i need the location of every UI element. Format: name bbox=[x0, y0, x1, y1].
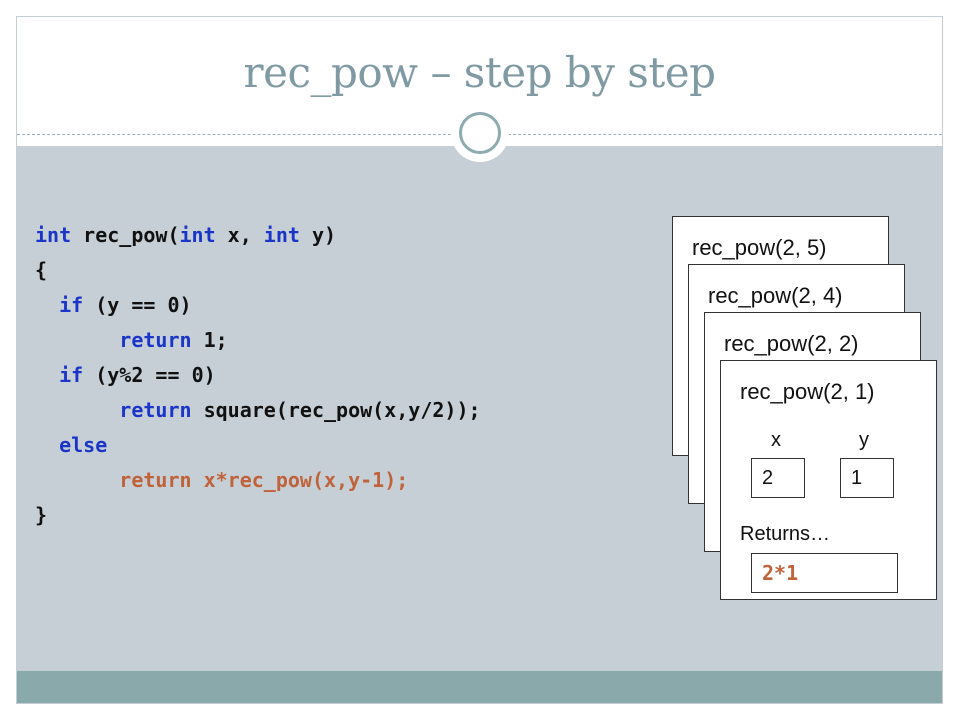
code-text: } bbox=[35, 503, 48, 527]
code-line-9: } bbox=[35, 498, 481, 533]
code-text: rec_pow( bbox=[71, 223, 180, 247]
stack-frame-label: rec_pow(2, 1) bbox=[740, 379, 875, 404]
code-indent bbox=[35, 398, 119, 422]
code-keyword: return bbox=[119, 328, 192, 352]
code-block: int rec_pow(int x, int y){ if (y == 0) r… bbox=[35, 218, 481, 533]
code-keyword: if bbox=[59, 293, 84, 317]
code-indent bbox=[35, 468, 119, 492]
code-text: square(rec_pow(x,y/2)); bbox=[191, 398, 481, 422]
returns-box: 2*1 bbox=[751, 553, 898, 593]
code-text: (y%2 == bbox=[83, 363, 192, 387]
code-highlighted-line: return x*rec_pow(x,y-1); bbox=[119, 468, 409, 492]
code-indent bbox=[35, 363, 59, 387]
ring-inner-icon bbox=[459, 112, 501, 154]
stack-frame-label: rec_pow(2, 5) bbox=[692, 235, 827, 260]
code-line-2: { bbox=[35, 253, 481, 288]
code-text: x, bbox=[215, 223, 264, 247]
code-text bbox=[192, 328, 204, 352]
code-line-4: return 1; bbox=[35, 323, 481, 358]
code-keyword: return bbox=[119, 398, 192, 422]
code-line-6: return square(rec_pow(x,y/2)); bbox=[35, 393, 481, 428]
code-indent bbox=[35, 433, 59, 457]
footer-band bbox=[17, 671, 942, 703]
code-number: 1 bbox=[203, 328, 216, 352]
slide-title: rec_pow – step by step bbox=[243, 48, 716, 97]
code-number: 0 bbox=[167, 293, 180, 317]
code-indent bbox=[35, 328, 119, 352]
code-line-7: else bbox=[35, 428, 481, 463]
code-line-5: if (y%2 == 0) bbox=[35, 358, 481, 393]
code-line-1: int rec_pow(int x, int y) bbox=[35, 218, 481, 253]
stack-frame-4: rec_pow(2, 1) x y 2 1 Returns… 2*1 bbox=[720, 360, 937, 600]
code-text: ; bbox=[215, 328, 228, 352]
returns-label: Returns… bbox=[740, 523, 831, 545]
code-keyword: int bbox=[35, 223, 72, 247]
var-y-box: 1 bbox=[840, 458, 894, 498]
code-text: ) bbox=[179, 293, 192, 317]
code-text: { bbox=[35, 258, 48, 282]
code-keyword: if bbox=[59, 363, 84, 387]
code-keyword: else bbox=[59, 433, 108, 457]
var-y-label: y bbox=[859, 429, 869, 451]
stack-frame-label: rec_pow(2, 2) bbox=[724, 331, 859, 356]
stack-frame-label: rec_pow(2, 4) bbox=[708, 283, 843, 308]
code-keyword: int bbox=[179, 223, 216, 247]
var-x-label: x bbox=[771, 429, 781, 451]
code-line-3: if (y == 0) bbox=[35, 288, 481, 323]
code-text: ) bbox=[203, 363, 216, 387]
code-text: y) bbox=[299, 223, 337, 247]
code-text: (y == bbox=[83, 293, 168, 317]
code-number: 0 bbox=[191, 363, 204, 387]
code-keyword: int bbox=[263, 223, 300, 247]
code-line-8: return x*rec_pow(x,y-1); bbox=[35, 463, 481, 498]
code-indent bbox=[35, 293, 59, 317]
var-x-box: 2 bbox=[751, 458, 805, 498]
